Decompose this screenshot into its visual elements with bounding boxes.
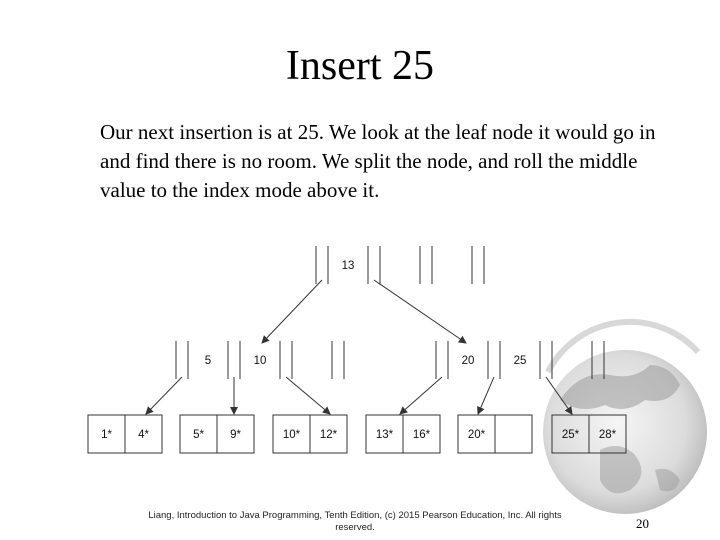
leaf-node-1-key-0: 5* bbox=[193, 429, 204, 441]
internal-node-1-key-1: 25 bbox=[514, 355, 527, 367]
leaf-node-0-key-0: 1* bbox=[101, 429, 112, 441]
leaf-node-4-key-0: 20* bbox=[468, 429, 486, 441]
leaf-node-5-key-0: 25* bbox=[562, 429, 580, 441]
arrow-i1-p1 bbox=[477, 376, 495, 415]
arrow-i1-p0 bbox=[399, 376, 443, 415]
arrow-root-right bbox=[373, 279, 467, 344]
arrow-root-left bbox=[261, 279, 323, 344]
slide-title: Insert 25 bbox=[285, 43, 435, 89]
internal-node-0-key-0: 5 bbox=[205, 355, 211, 367]
internal-node-1-key-0: 20 bbox=[462, 355, 475, 367]
arrow-i0-p2 bbox=[285, 376, 331, 415]
arrow-i0-p0 bbox=[145, 376, 183, 415]
slide-footer: Liang, Introduction to Java Programming,… bbox=[148, 510, 562, 533]
page-number: 20 bbox=[636, 516, 649, 531]
root-node-key-0: 13 bbox=[342, 260, 355, 272]
leaf-node-1-key-1: 9* bbox=[230, 429, 241, 441]
leaf-node-3-key-0: 13* bbox=[376, 429, 394, 441]
arrow-i1-p2 bbox=[545, 376, 573, 415]
leaf-node-2-key-0: 10* bbox=[283, 429, 301, 441]
leaf-node-3-key-1: 16* bbox=[413, 429, 431, 441]
internal-node-0-key-1: 10 bbox=[254, 355, 267, 367]
leaf-node-5-key-1: 28* bbox=[599, 429, 617, 441]
slide-body-text: Our next insertion is at 25. We look at … bbox=[100, 120, 656, 202]
leaf-node-2-key-1: 12* bbox=[320, 429, 338, 441]
leaf-node-0-key-1: 4* bbox=[138, 429, 149, 441]
